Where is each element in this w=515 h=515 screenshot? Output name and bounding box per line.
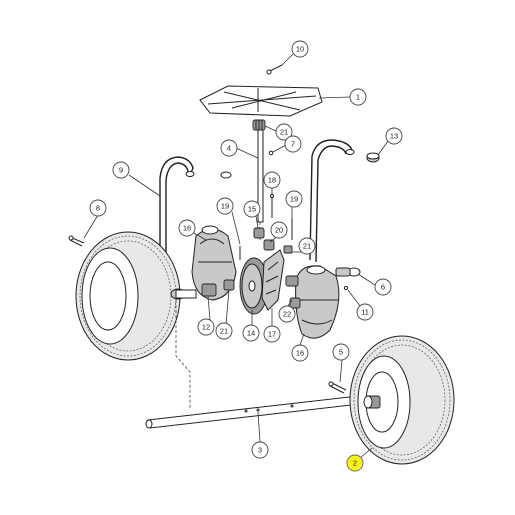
callout-21-right: 21: [298, 237, 316, 255]
callout-21-top: 21: [275, 123, 293, 141]
part-screw: [266, 64, 283, 75]
callout-1: 1: [349, 88, 367, 106]
callout-14-label: 14: [247, 329, 255, 338]
callout-21-right-label: 21: [303, 242, 311, 251]
callout-22-label: 22: [283, 310, 291, 319]
callout-10-label: 10: [296, 45, 304, 54]
part-cap-13: [366, 152, 380, 163]
callout-19-left: 19: [216, 197, 234, 215]
callout-15-label: 15: [248, 205, 256, 214]
callout-5: 5: [332, 343, 350, 361]
callout-4-label: 4: [227, 144, 231, 153]
part-pin-5: [328, 381, 347, 394]
callout-12: 12: [197, 318, 215, 336]
callout-14: 14: [242, 324, 260, 342]
callout-labels: 10 1 21 4 7 13 9 18 8 15 19 19 16 20 21 …: [89, 40, 403, 472]
part-gear: [239, 257, 269, 315]
callout-4: 4: [220, 139, 238, 157]
guide-lines: [175, 300, 191, 410]
callout-18: 18: [263, 171, 281, 189]
part-axle-caps-right: [335, 267, 361, 291]
part-bracket: [261, 249, 285, 311]
callout-16-right: 16: [291, 344, 309, 362]
callout-17-label: 17: [268, 330, 276, 339]
right-wheel: [349, 335, 455, 465]
callout-3: 3: [251, 441, 269, 459]
part-shaft: [257, 129, 264, 240]
callout-7-label: 7: [291, 140, 295, 149]
part-small-hardware: [253, 218, 293, 254]
callout-8: 8: [89, 199, 107, 217]
part-axle: [145, 395, 361, 429]
part-frame-right: [220, 139, 355, 263]
callout-13-label: 13: [390, 132, 398, 141]
callout-6: 6: [374, 278, 392, 296]
callout-20: 20: [270, 221, 288, 239]
part-housing-left: [191, 225, 241, 301]
callout-17: 17: [263, 325, 281, 343]
part-frame-left: [159, 156, 195, 263]
callout-13: 13: [385, 127, 403, 145]
callout-2-label: 2: [353, 459, 357, 468]
callout-18-label: 18: [268, 176, 276, 185]
callout-16-right-label: 16: [296, 349, 304, 358]
callout-21-top-label: 21: [280, 128, 288, 137]
callout-12-label: 12: [202, 323, 210, 332]
callout-20-label: 20: [275, 226, 283, 235]
callout-9-label: 9: [119, 166, 123, 175]
callout-21-bottom-label: 21: [220, 327, 228, 336]
leader-lines: [83, 53, 389, 459]
part-tray: [199, 85, 323, 117]
callout-22: 22: [278, 305, 296, 323]
callout-6-label: 6: [381, 283, 385, 292]
left-wheel: [75, 231, 197, 361]
callout-11-label: 11: [361, 308, 369, 317]
callout-5-label: 5: [339, 348, 343, 357]
callout-21-bottom: 21: [215, 322, 233, 340]
callout-11: 11: [356, 303, 374, 321]
callout-3-label: 3: [258, 446, 262, 455]
callout-1-label: 1: [356, 93, 360, 102]
callout-19-left-label: 19: [221, 202, 229, 211]
callout-7: 7: [284, 135, 302, 153]
callout-19-right: 19: [285, 190, 303, 208]
callout-8-label: 8: [96, 204, 100, 213]
callout-16-left-label: 16: [183, 224, 191, 233]
part-pins: [268, 150, 274, 218]
callout-10: 10: [291, 40, 309, 58]
callout-16-left: 16: [178, 219, 196, 237]
callout-19-right-label: 19: [290, 195, 298, 204]
callout-2: 2: [346, 454, 364, 472]
callout-9: 9: [112, 161, 130, 179]
callout-15: 15: [243, 200, 261, 218]
part-bolt-8: [68, 235, 85, 247]
part-knob-top: [252, 119, 266, 131]
part-housing-right: [285, 265, 340, 339]
